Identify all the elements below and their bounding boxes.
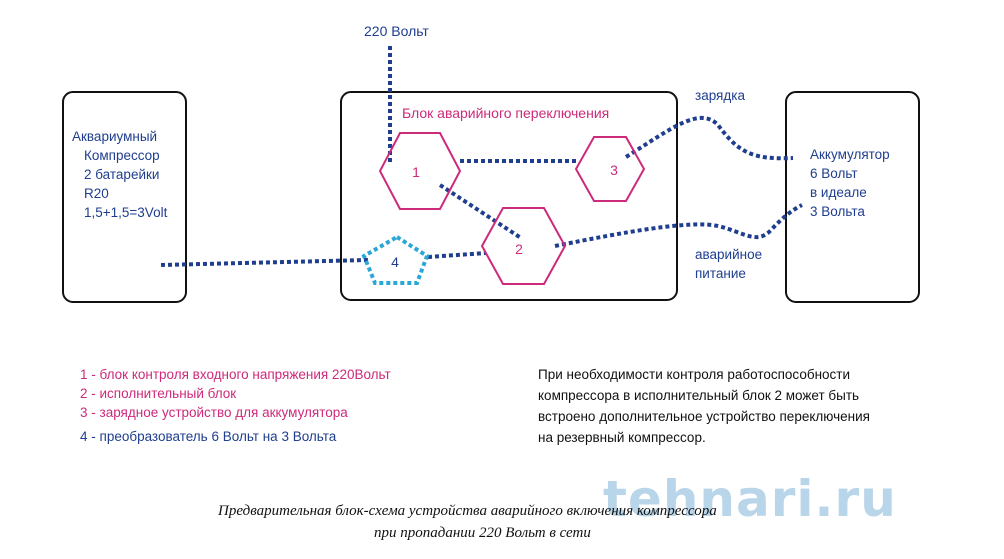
legend-item-3: 3 - зарядное устройство для аккумулятора [80,405,348,420]
node-3-label: 3 [610,162,618,178]
battery-line: Аккумулятор [810,147,890,162]
legend-item-4: 4 - преобразователь 6 Вольт на 3 Вольта [80,429,337,444]
note: При необходимости контроля работоспособн… [538,365,870,449]
line-compressor-to-4 [160,258,369,267]
charging-line [624,115,794,161]
node-4-pentagon [361,234,430,285]
emergency-power-label: аварийное питание [695,247,763,281]
node-3-hexagon [574,136,646,202]
compressor-line: Аквариумный [72,129,158,144]
compressor-line: Компрессор [84,148,160,163]
node-1-label: 1 [412,164,420,180]
switch-unit-box [340,91,678,301]
watermark-logo: tehnari.ru [603,470,897,528]
battery-line: 3 Вольта [810,204,865,219]
diagram-caption-line-2: при пропадании 220 Вольт в сети [374,525,591,541]
emergency-power-line [554,203,803,248]
battery-box-text: Аккумулятор 6 Вольт в идеале 3 Вольта [810,145,890,221]
note-line: компрессора в исполнительный блок 2 може… [538,388,860,403]
node-4-label: 4 [391,254,399,270]
diagram-caption-line-1: Предварительная блок-схема устройства ав… [218,503,717,519]
line-4-to-2 [427,251,487,259]
note-line: на резервный компрессор. [538,430,706,445]
node-1-hexagon [378,132,462,210]
node-2-hexagon [480,207,567,285]
compressor-line: 1,5+1,5=3Volt [84,205,168,220]
switch-unit-title: Блок аварийного переключения [402,105,610,121]
compressor-box-text: Аквариумный Компрессор 2 батарейки R20 1… [72,127,167,222]
legend: 1 - блок контроля входного напряжения 22… [80,365,391,446]
charging-label: зарядка [695,88,745,103]
battery-line: в идеале [810,185,867,200]
note-line: встроено дополнительное устройство перек… [538,409,870,424]
note-line: При необходимости контроля работоспособн… [538,367,851,382]
legend-item-1: 1 - блок контроля входного напряжения 22… [80,367,391,382]
battery-line: 6 Вольт [810,166,858,181]
battery-box [785,91,920,303]
compressor-box [62,91,187,303]
compressor-line: R20 [84,186,109,201]
compressor-line: 2 батарейки [84,167,160,182]
legend-item-2: 2 - исполнительный блок [80,386,237,401]
line-1-to-2 [438,183,523,240]
mains-220v-label: 220 Вольт [364,23,429,39]
node-2-label: 2 [515,241,523,257]
